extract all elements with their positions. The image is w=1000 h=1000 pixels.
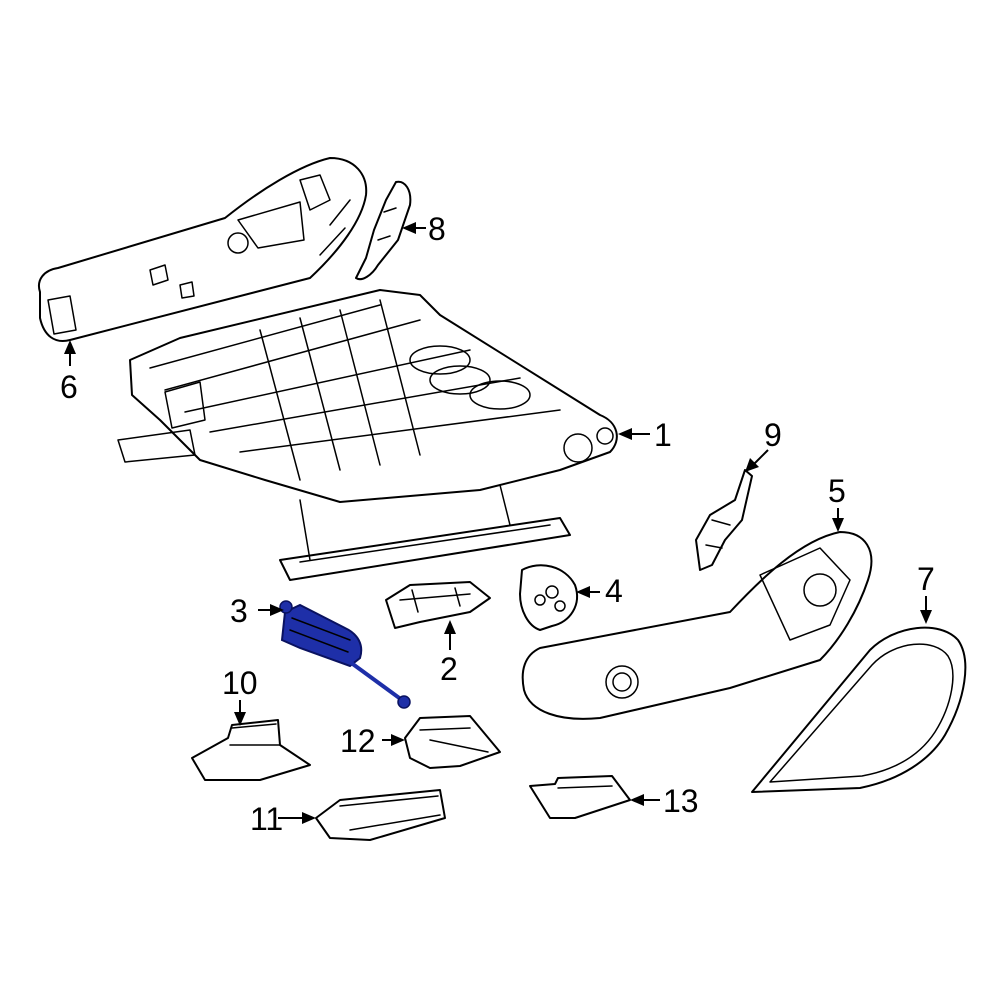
part-12-bracket[interactable] (404, 715, 501, 769)
callout-5[interactable]: 5 (828, 473, 846, 509)
arrow-13-icon (630, 794, 644, 806)
part-5-inner-trim-panel[interactable] (521, 531, 873, 720)
callout-11[interactable]: 11 (250, 801, 283, 837)
arrow-8-icon (402, 222, 416, 234)
leader-lines (64, 222, 932, 824)
callout-12[interactable]: 12 (340, 723, 376, 759)
part-2-bracket[interactable] (385, 581, 491, 629)
arrow-12-icon (391, 734, 405, 746)
callout-4[interactable]: 4 (605, 573, 623, 609)
part-7-side-shield[interactable] (751, 626, 967, 793)
part-13-clip[interactable] (529, 775, 631, 819)
arrow-3-icon (270, 604, 284, 616)
arrow-9-icon (745, 458, 759, 472)
arrow-5-icon (832, 518, 844, 532)
arrow-2-icon (444, 620, 456, 634)
callout-2[interactable]: 2 (440, 651, 458, 687)
arrow-10-icon (234, 712, 246, 726)
arrow-6-icon (64, 340, 76, 354)
arrow-11-icon (302, 812, 316, 824)
callout-labels: 1 2 3 4 5 6 7 8 9 10 11 12 13 (60, 211, 935, 837)
callout-3[interactable]: 3 (230, 593, 248, 629)
part-6-outer-trim-panel[interactable] (38, 157, 368, 342)
callout-10[interactable]: 10 (222, 665, 258, 701)
arrow-4-icon (576, 586, 590, 598)
callout-8[interactable]: 8 (428, 211, 446, 247)
callout-9[interactable]: 9 (764, 417, 782, 453)
arrow-1-icon (618, 428, 632, 440)
arrow-7-icon (920, 610, 932, 624)
part-4-adjuster[interactable] (519, 564, 578, 631)
callout-1[interactable]: 1 (654, 417, 672, 453)
motor-body (280, 603, 363, 668)
callout-7[interactable]: 7 (917, 561, 935, 597)
part-8-trim-bracket[interactable] (355, 180, 412, 281)
part-9-bracket[interactable] (695, 469, 753, 571)
part-1-seat-frame[interactable] (117, 289, 618, 581)
part-11-cover[interactable] (315, 789, 446, 841)
part-10-cover[interactable] (191, 719, 311, 781)
callout-13[interactable]: 13 (663, 783, 699, 819)
callout-6[interactable]: 6 (60, 369, 78, 405)
